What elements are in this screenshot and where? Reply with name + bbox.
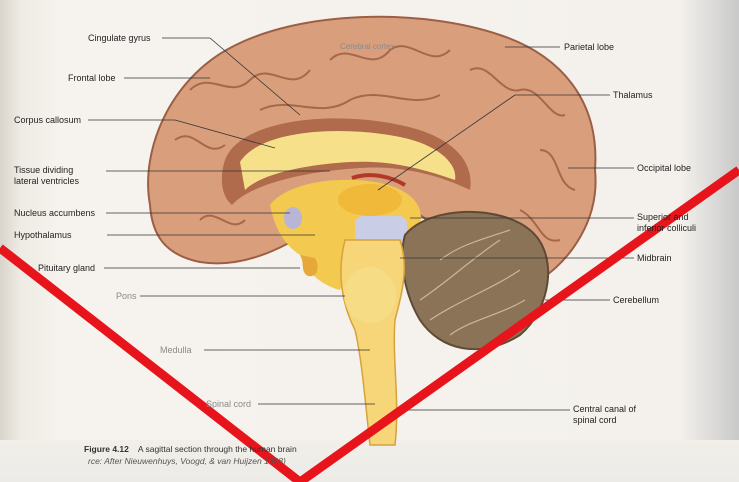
label-spinal-cord: Spinal cord [206, 399, 251, 409]
label-medulla: Medulla [160, 345, 192, 355]
figure-caption: Figure 4.12 A sagittal section through t… [84, 444, 297, 454]
label-inferior-colliculi: inferior colliculi [637, 223, 696, 233]
label-central-canal: Central canal of [573, 404, 636, 414]
nucleus-accumbens-shape [284, 207, 302, 229]
label-spinal-cord-canal: spinal cord [573, 415, 617, 425]
label-cerebral-cortex: Cerebral cortex [340, 42, 395, 52]
thalamus-shape [338, 184, 402, 216]
label-thalamus: Thalamus [613, 90, 653, 100]
label-cingulate-gyrus: Cingulate gyrus [88, 33, 151, 43]
label-frontal-lobe: Frontal lobe [68, 73, 116, 83]
label-superior-and: Superior and [637, 212, 689, 222]
label-midbrain: Midbrain [637, 253, 672, 263]
label-corpus-callosum: Corpus callosum [14, 115, 81, 125]
figure-source: rce: After Nieuwenhuys, Voogd, & van Hui… [88, 456, 286, 466]
label-pituitary-gland: Pituitary gland [38, 263, 95, 273]
label-lateral-ventricles: lateral ventricles [14, 176, 79, 186]
figure-number: Figure 4.12 [84, 444, 129, 454]
label-parietal-lobe: Parietal lobe [564, 42, 614, 52]
label-pons: Pons [116, 291, 137, 301]
pituitary-shape [300, 255, 318, 276]
label-occipital-lobe: Occipital lobe [637, 163, 691, 173]
label-hypothalamus: Hypothalamus [14, 230, 72, 240]
label-nucleus-accumbens: Nucleus accumbens [14, 208, 95, 218]
cerebellum-shape [402, 212, 548, 349]
label-tissue-dividing: Tissue dividing [14, 165, 73, 175]
figure-title: A sagittal section through the human bra… [138, 444, 297, 454]
pons-shape [344, 267, 396, 323]
label-cerebellum: Cerebellum [613, 295, 659, 305]
